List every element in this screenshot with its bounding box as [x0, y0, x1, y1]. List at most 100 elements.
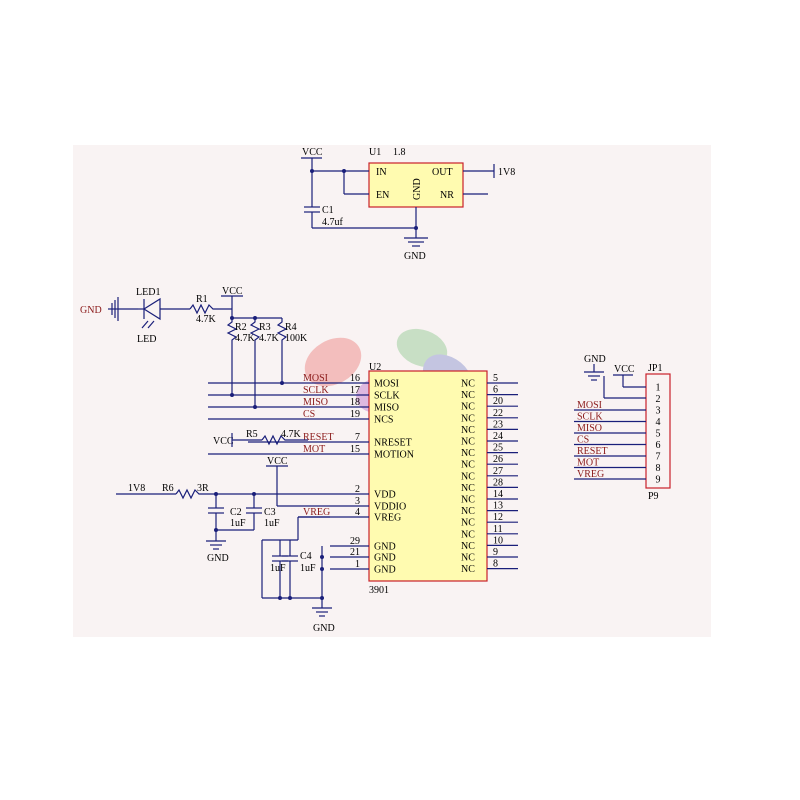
header-pin-number: 9 [656, 475, 661, 486]
header-pin-number: 7 [656, 452, 661, 463]
header-net-5: RESET [574, 446, 646, 457]
ic-left-pin-number: 4 [355, 507, 360, 518]
r5-ref: R5 [246, 429, 258, 440]
c1-value: 4.7uf [322, 217, 344, 228]
header-vcc-label: VCC [614, 364, 635, 375]
r5-value: 4.7K [281, 429, 302, 440]
ic-left-pin-net: MOT [303, 444, 325, 455]
ic-left-pin-number: 16 [350, 373, 360, 384]
header-ref: JP1 [648, 363, 662, 374]
ic-right-pin-name: NC [461, 495, 475, 506]
ic-right-pin-number: 26 [493, 454, 503, 465]
ic-right-pin-14: NC 11 [461, 524, 518, 540]
led-label: LED [137, 334, 156, 345]
c3-ref: C3 [264, 507, 276, 518]
r4-value: 100K [285, 333, 308, 344]
r2-value: 4.7K [235, 333, 256, 344]
ic-left-pin-number: 15 [350, 444, 360, 455]
ic-right-pin-number: 25 [493, 443, 503, 454]
ic-left-pin-net: VREG [303, 507, 330, 518]
ic-right-pin-number: 5 [493, 373, 498, 384]
ic-right-pin-7: NC 25 [461, 443, 518, 459]
r6-value: 3R [197, 483, 209, 494]
ic-right-pin-name: NC [461, 541, 475, 552]
ic-left-pin-name: VREG [374, 513, 401, 524]
header-net-label: MOSI [577, 400, 602, 411]
ic-right-pin-number: 22 [493, 408, 503, 419]
ic-right-pin-number: 11 [493, 524, 503, 535]
ic-right-pin-name: NC [461, 402, 475, 413]
ic-left-pin-name: MOSI [374, 379, 399, 390]
gnd-a-label: GND [207, 553, 229, 564]
regulator-pin-in: IN [376, 167, 387, 178]
ic-left-pin-number: 17 [350, 385, 360, 396]
ic-right-pin-name: NC [461, 506, 475, 517]
led-gnd-label: GND [80, 305, 102, 316]
ic-right-pin-name: NC [461, 379, 475, 390]
ic-left-pin-number: 2 [355, 484, 360, 495]
ic-right-pin-name: NC [461, 553, 475, 564]
ic-right-pin-number: 20 [493, 396, 503, 407]
c2-ref: C2 [230, 507, 242, 518]
ic-right-pin-name: NC [461, 390, 475, 401]
header-pin-number: 1 [656, 383, 661, 394]
ic-right-pin-number: 28 [493, 477, 503, 488]
header-pin-number: 2 [656, 394, 661, 405]
ic-right-pin-name: NC [461, 564, 475, 575]
regulator-vcc-label: VCC [302, 147, 323, 158]
led-ref: LED1 [136, 287, 160, 298]
c4-value: 1uF [300, 563, 316, 574]
ic-right-pin-16: NC 9 [461, 547, 518, 564]
ic-right-pin-name: NC [461, 471, 475, 482]
regulator-value: 1.8 [393, 147, 406, 158]
ic-left-pin-name: SCLK [374, 391, 400, 402]
pullup-vcc-label: VCC [222, 286, 243, 297]
ic-left-pin-number: 7 [355, 432, 360, 443]
ic-right-pin-name: NC [461, 529, 475, 540]
ic-left-pin-name: VDD [374, 490, 396, 501]
ic-right-pin-number: 10 [493, 535, 503, 546]
ic-right-pin-name: NC [461, 425, 475, 436]
led-pullup-block: GND LED1 LED R1 4.7K VCC R2 4.7K R3 4.7K [80, 286, 308, 409]
header-pin-number: 6 [656, 440, 661, 451]
c1-ref: C1 [322, 205, 334, 216]
ic-right-pin-number: 12 [493, 512, 503, 523]
ic-left-pin-name: GND [374, 565, 396, 576]
ic-right-pin-number: 9 [493, 547, 498, 558]
ic-right-pin-number: 24 [493, 431, 503, 442]
ic-right-pin-name: NC [461, 483, 475, 494]
header-net-2: SCLK [574, 412, 646, 423]
header-net-label: MISO [577, 423, 602, 434]
header-net-3: MISO [574, 423, 646, 434]
regulator-gnd-label: GND [404, 251, 426, 262]
header-net-7: VREG [574, 469, 646, 480]
regulator-out-net: 1V8 [498, 167, 515, 178]
main-ic-ref: U2 [369, 362, 381, 373]
ic-left-pin-7: VDD 2 [330, 484, 396, 501]
r3-ref: R3 [259, 322, 271, 333]
ic-right-pin-10: NC 28 [461, 477, 518, 494]
c5-value: 1uF [270, 563, 286, 574]
r4-ref: R4 [285, 322, 297, 333]
power-in-net: 1V8 [128, 483, 145, 494]
header-pin-number: 3 [656, 406, 661, 417]
regulator-u1: U1 1.8 IN EN OUT NR GND VCC C1 4.7uf GND… [301, 147, 515, 262]
ic-right-pin-name: NC [461, 448, 475, 459]
ic-left-pin-name: NCS [374, 415, 393, 426]
